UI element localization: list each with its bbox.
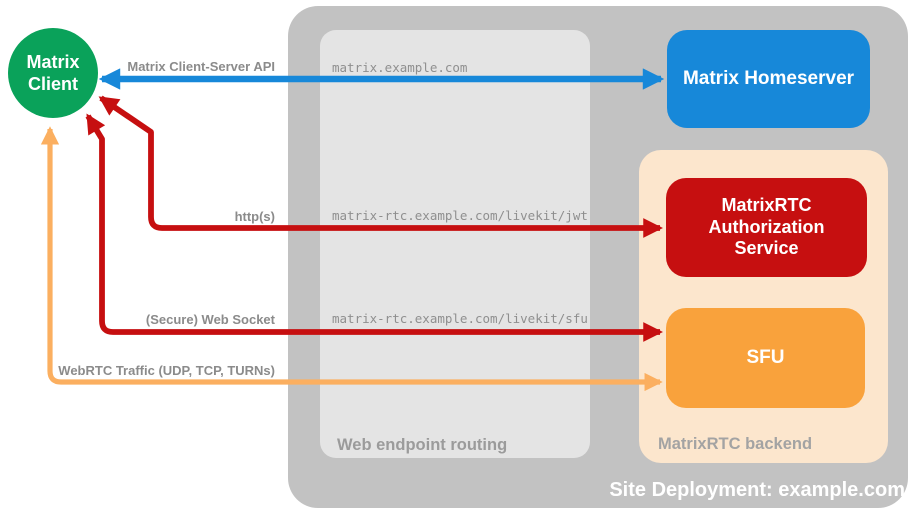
matrix-client-node: Matrix Client	[8, 28, 98, 118]
matrixrtc-authorization-service-label: MatrixRTC Authorization Service	[708, 195, 825, 259]
sfu-node: SFU	[666, 308, 865, 408]
webrtc-traffic-label: WebRTC Traffic (UDP, TCP, TURNs)	[58, 363, 275, 378]
matrixrtc-authorization-service-node: MatrixRTC Authorization Service	[666, 178, 867, 277]
matrixrtc-backend-title: MatrixRTC backend	[658, 435, 813, 453]
matrix-homeserver-label: Matrix Homeserver	[682, 67, 855, 89]
https-label: http(s)	[234, 209, 275, 224]
endpoint-livekit-jwt-url: matrix-rtc.example.com/livekit/jwt	[332, 208, 588, 223]
matrix-homeserver-node: Matrix Homeserver	[667, 30, 870, 128]
web-endpoint-routing-zone	[320, 30, 590, 458]
websocket-label: (Secure) Web Socket	[145, 312, 275, 327]
sfu-label: SFU	[746, 346, 785, 368]
endpoint-matrix-homeserver-url: matrix.example.com	[332, 60, 468, 75]
web-endpoint-routing-title: Web endpoint routing	[337, 436, 508, 454]
endpoint-livekit-sfu-url: matrix-rtc.example.com/livekit/sfu	[332, 311, 588, 326]
site-deployment-caption: Site Deployment: example.com	[609, 479, 905, 501]
client-server-api-label: Matrix Client-Server API	[127, 59, 275, 74]
matrix-client-label: Matrix Client	[26, 51, 80, 95]
